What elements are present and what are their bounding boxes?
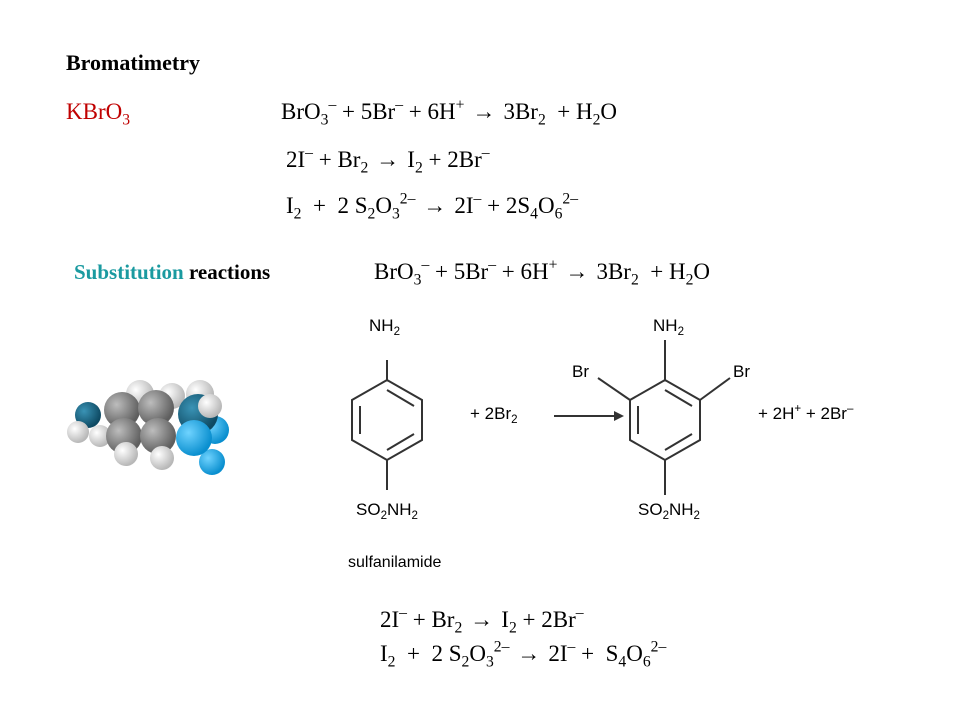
reaction-arrow-icon: → xyxy=(470,607,494,632)
equation-1: BrO3– + 5Br– + 6H+→3Br2 + H2O xyxy=(281,96,618,129)
sulfanilamide-caption: sulfanilamide xyxy=(348,554,442,571)
plus-br2-label: + 2Br2 xyxy=(470,404,518,427)
nh2-label-right: NH2 xyxy=(653,316,684,339)
nh2-label-left: NH2 xyxy=(369,316,400,339)
reagent-label: KBrO3 xyxy=(66,99,131,129)
equation-2: 2I– + Br2→I2 + 2Br– xyxy=(286,144,490,177)
scheme-arrow-icon xyxy=(554,411,624,421)
products-label: + 2H+ + 2Br– xyxy=(758,403,854,423)
equation-4: BrO3– + 5Br– + 6H+→3Br2 + H2O xyxy=(374,256,711,289)
reaction-arrow-icon: → xyxy=(517,641,541,666)
br-label-left: Br xyxy=(572,362,589,381)
reaction-arrow-icon: → xyxy=(423,193,447,218)
reaction-arrow-icon: → xyxy=(565,259,589,284)
reaction-arrow-icon: → xyxy=(472,99,496,124)
space-filling-molecule-icon xyxy=(67,380,229,475)
reaction-arrow-icon: → xyxy=(376,147,400,172)
slide-title: Bromatimetry xyxy=(66,50,200,75)
substitution-heading: Substitution reactions xyxy=(74,260,271,284)
so2nh2-label-right: SO2NH2 xyxy=(638,500,700,523)
equation-5: 2I– + Br2→I2 + 2Br– xyxy=(380,604,584,637)
br-label-right: Br xyxy=(733,362,750,381)
sulfanilamide-structure xyxy=(351,360,423,490)
equation-3: I2 + 2 S2O32–→2I– + 2S4O62– xyxy=(286,190,578,223)
dibromo-sulfanilamide-structure xyxy=(597,340,731,495)
equation-6: I2 + 2 S2O32–→2I– + S4O62– xyxy=(380,638,667,671)
so2nh2-label-left: SO2NH2 xyxy=(356,500,418,523)
